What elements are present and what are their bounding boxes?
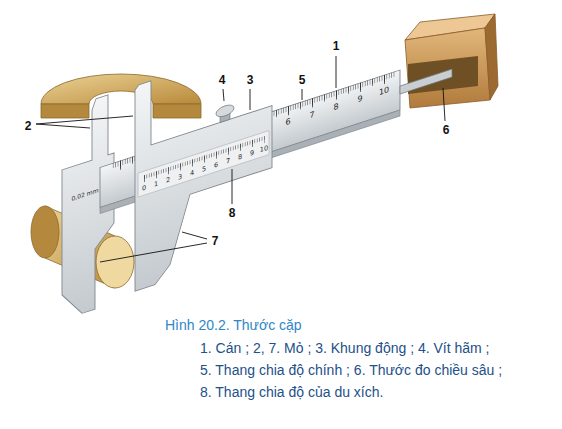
figure-caption: Hình 20.2. Thước cặp (165, 317, 302, 333)
depth-rod (400, 69, 452, 94)
callout-number: 8 (229, 206, 236, 220)
locking-screw (216, 103, 234, 119)
vernier-plate (138, 131, 269, 198)
main-scale-number: 8 (333, 101, 338, 112)
legend-line: 5. Thang chia độ chính ; 6. Thước đo chi… (200, 362, 502, 378)
main-scale-number: 7 (309, 109, 314, 120)
depth-block (405, 14, 498, 108)
vernier-number: 8 (238, 152, 242, 161)
main-scale-number: 9 (357, 94, 362, 105)
vernier-number: 7 (226, 156, 230, 165)
callout-number: 5 (299, 73, 306, 87)
callout-number: 7 (212, 234, 219, 248)
callout-number: 3 (247, 73, 254, 87)
vernier-number: 3 (178, 172, 182, 181)
cylinder-back (31, 206, 59, 258)
ring-workpiece (41, 74, 201, 118)
callout-number: 4 (219, 73, 226, 87)
callout-number: 1 (333, 39, 340, 53)
vernier-number: 0 (142, 184, 146, 193)
vernier-number: 6 (214, 160, 218, 169)
vernier-ticks (144, 136, 265, 182)
vernier-number: 4 (190, 168, 194, 177)
leader-lines (36, 56, 445, 262)
callout-number: 2 (25, 119, 32, 133)
callout-number: 6 (443, 123, 450, 137)
sliding-frame (135, 42, 272, 292)
vernier-number: 9 (250, 148, 254, 157)
vernier-number: 5 (202, 164, 206, 173)
legend-line: 1. Cán ; 2, 7. Mỏ ; 3. Khung động ; 4. V… (200, 340, 490, 356)
legend-line: 8. Thang chia độ của du xích. (200, 384, 383, 400)
